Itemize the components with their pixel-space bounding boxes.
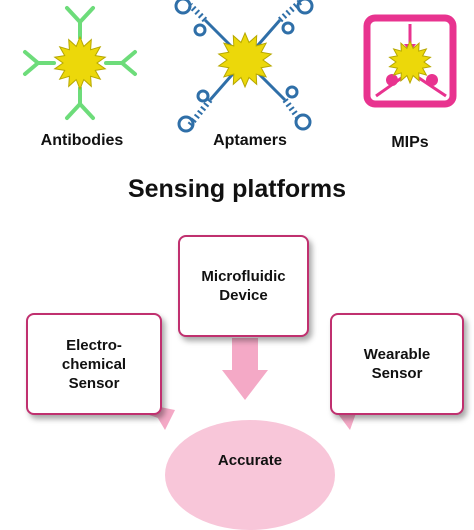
mips-label: MIPs <box>391 134 429 151</box>
wearable-sensor-box: Wearable Sensor <box>330 313 464 415</box>
aptamers-label: Aptamers <box>213 132 287 149</box>
diagram-canvas <box>23 0 457 430</box>
outcome-label: Accurate <box>217 452 283 469</box>
aptamer-target-icon <box>217 31 273 89</box>
outcome-ellipse <box>165 420 335 530</box>
antibodies-label: Antibodies <box>40 132 124 149</box>
arrow-microfluidic-down <box>222 338 268 400</box>
electrochemical-sensor-box: Electro- chemical Sensor <box>26 313 162 415</box>
antibody-target-icon <box>53 35 107 91</box>
section-title: Sensing platforms <box>127 175 347 203</box>
aptamers-icon <box>174 0 314 133</box>
antibodies-icon <box>23 6 137 120</box>
microfluidic-device-box: Microfluidic Device <box>178 235 309 337</box>
mip-target-icon <box>388 39 432 85</box>
